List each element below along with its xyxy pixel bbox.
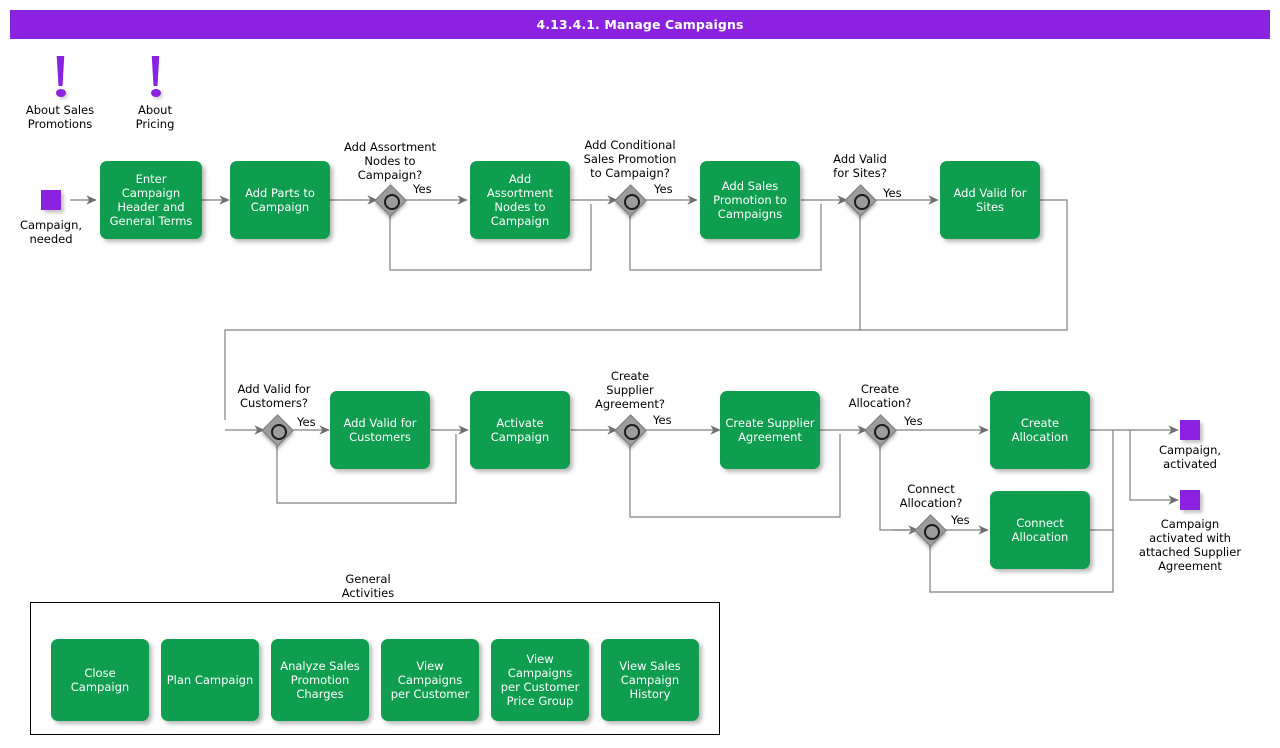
- gateway-create-supplier-agreement[interactable]: [614, 414, 648, 448]
- gateway-label-add-valid-for-sites: Add Valid for Sites?: [833, 152, 887, 181]
- exclamation-dot: [150, 89, 161, 97]
- exclamation-icon: [50, 56, 72, 102]
- task-create-supplier-agreement[interactable]: Create Supplier Agreement: [720, 391, 820, 469]
- task-label: Enter Campaign Header and General Terms: [109, 171, 193, 229]
- gateway-inclusive-icon: [874, 424, 890, 440]
- task-view-campaigns-per-customer[interactable]: View Campaigns per Customer: [381, 639, 479, 721]
- task-view-sales-campaign-history[interactable]: View Sales Campaign History: [601, 639, 699, 721]
- task-label: Analyze Sales Promotion Charges: [280, 658, 360, 701]
- gateway-inclusive-icon: [624, 194, 640, 210]
- gateway-inclusive-icon: [924, 524, 940, 540]
- task-add-parts-to-campaign[interactable]: Add Parts to Campaign: [230, 161, 330, 239]
- gateway-yes-label: Yes: [904, 414, 923, 428]
- exclamation-bar: [56, 56, 65, 86]
- gateway-inclusive-icon: [624, 424, 640, 440]
- end-event-campaign-activated-supplier[interactable]: [1180, 490, 1200, 510]
- exclamation-icon: [145, 56, 167, 102]
- info-label-about-pricing: About Pricing: [135, 103, 175, 132]
- task-label: View Campaigns per Customer: [390, 658, 470, 701]
- task-connect-allocation[interactable]: Connect Allocation: [990, 491, 1090, 569]
- task-add-valid-for-sites[interactable]: Add Valid for Sites: [940, 161, 1040, 239]
- gateway-inclusive-icon: [271, 424, 287, 440]
- gateway-add-conditional-sales-promotion[interactable]: [614, 184, 648, 218]
- gateway-yes-label: Yes: [883, 186, 902, 200]
- exclamation-bar: [151, 56, 160, 86]
- task-close-campaign[interactable]: Close Campaign: [51, 639, 149, 721]
- gateway-inclusive-icon: [384, 194, 400, 210]
- page-title: 4.13.4.1. Manage Campaigns: [10, 10, 1270, 39]
- task-add-assortment-nodes[interactable]: Add Assortment Nodes to Campaign: [470, 161, 570, 239]
- task-add-valid-for-customers[interactable]: Add Valid for Customers: [330, 391, 430, 469]
- task-label: Add Valid for Customers: [343, 415, 417, 444]
- gateway-label-add-assortment-nodes: Add Assortment Nodes to Campaign?: [343, 140, 437, 183]
- gateway-add-assortment-nodes[interactable]: [374, 184, 408, 218]
- task-analyze-sales-promotion-charges[interactable]: Analyze Sales Promotion Charges: [271, 639, 369, 721]
- task-activate-campaign[interactable]: Activate Campaign: [470, 391, 570, 469]
- task-label: View Campaigns per Customer Price Group: [500, 651, 580, 709]
- gateway-yes-label: Yes: [297, 415, 316, 429]
- task-label: Connect Allocation: [1011, 515, 1069, 544]
- task-label: Add Valid for Sites: [953, 185, 1027, 214]
- task-label: View Sales Campaign History: [619, 658, 681, 701]
- gateway-yes-label: Yes: [951, 513, 970, 527]
- task-label: Plan Campaign: [166, 672, 254, 687]
- task-create-allocation[interactable]: Create Allocation: [990, 391, 1090, 469]
- task-label: Close Campaign: [70, 665, 130, 694]
- exclamation-dot: [55, 89, 66, 97]
- task-view-campaigns-per-customer-price-group[interactable]: View Campaigns per Customer Price Group: [491, 639, 589, 721]
- gateway-inclusive-icon: [854, 194, 870, 210]
- gateway-add-valid-for-customers[interactable]: [261, 414, 295, 448]
- gateway-label-add-valid-for-customers: Add Valid for Customers?: [237, 382, 311, 411]
- end-event-campaign-activated[interactable]: [1180, 420, 1200, 440]
- general-activities-title: General Activities: [341, 572, 395, 601]
- task-label: Add Assortment Nodes to Campaign: [486, 171, 554, 229]
- task-label: Add Sales Promotion to Campaigns: [713, 178, 787, 221]
- gateway-yes-label: Yes: [654, 182, 673, 196]
- end-event-label-activated-supplier: Campaign activated with attached Supplie…: [1138, 517, 1242, 574]
- task-add-sales-promotion[interactable]: Add Sales Promotion to Campaigns: [700, 161, 800, 239]
- end-event-label-activated: Campaign, activated: [1158, 443, 1222, 472]
- task-label: Create Supplier Agreement: [725, 415, 815, 444]
- info-label-about-sales-promotions: About Sales Promotions: [25, 103, 95, 132]
- task-label: Add Parts to Campaign: [245, 185, 315, 214]
- task-label: Activate Campaign: [490, 415, 550, 444]
- gateway-yes-label: Yes: [653, 413, 672, 427]
- task-plan-campaign[interactable]: Plan Campaign: [161, 639, 259, 721]
- task-label: Create Allocation: [1011, 415, 1069, 444]
- start-event-label: Campaign, needed: [19, 218, 83, 247]
- gateway-label-connect-allocation: Connect Allocation?: [899, 482, 963, 511]
- gateway-yes-label: Yes: [413, 182, 432, 196]
- gateway-add-valid-for-sites[interactable]: [844, 184, 878, 218]
- gateway-create-allocation[interactable]: [864, 414, 898, 448]
- gateway-label-add-conditional-sales-promotion: Add Conditional Sales Promotion to Campa…: [583, 138, 677, 181]
- general-activities-container: Close Campaign Plan Campaign Analyze Sal…: [30, 602, 720, 735]
- gateway-label-create-supplier-agreement: Create Supplier Agreement?: [595, 369, 665, 412]
- task-enter-campaign-header[interactable]: Enter Campaign Header and General Terms: [100, 161, 202, 239]
- gateway-connect-allocation[interactable]: [914, 514, 948, 548]
- gateway-label-create-allocation: Create Allocation?: [848, 382, 912, 411]
- start-event-campaign-needed[interactable]: [41, 190, 61, 210]
